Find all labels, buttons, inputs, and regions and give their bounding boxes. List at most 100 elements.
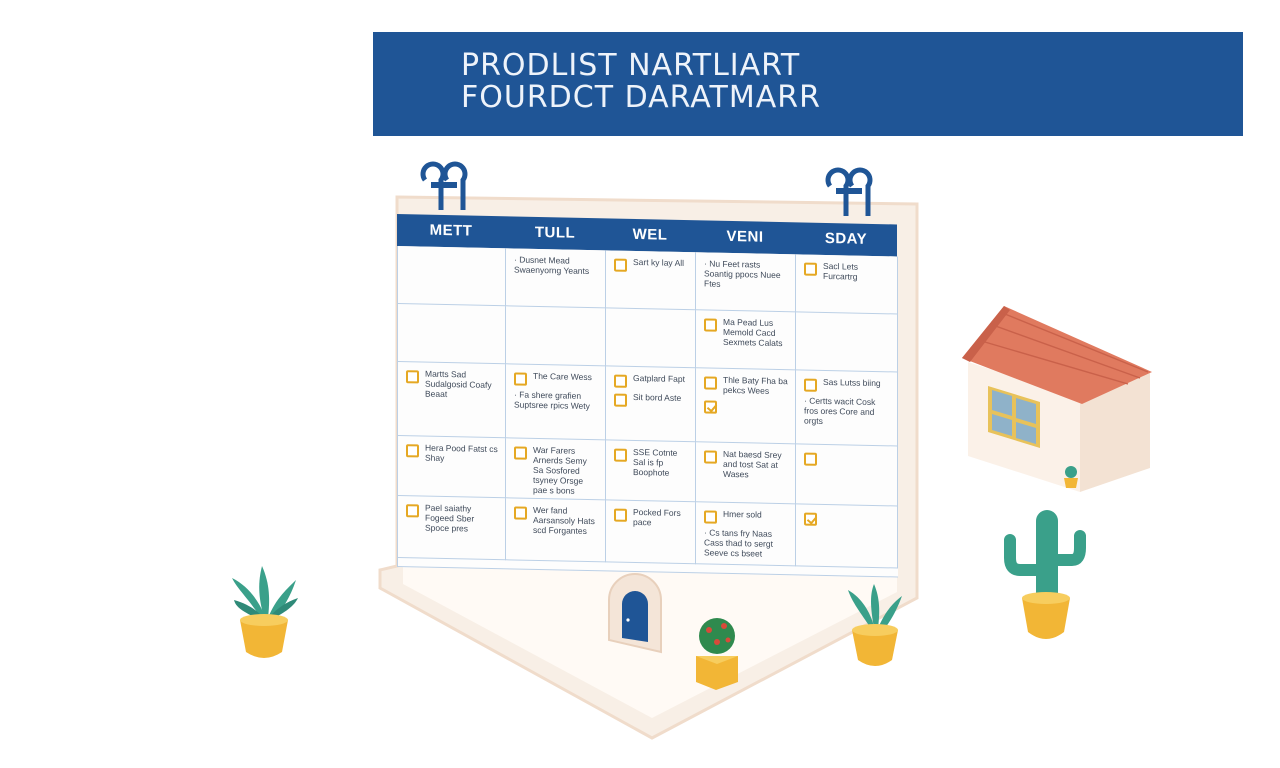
task-text: Martts Sad Sudalgosid Coafy Beaat	[425, 368, 492, 400]
task-text: Sart ky lay All	[633, 256, 685, 269]
calendar-cell[interactable]: Thle Baty Fha ba pekcs Wees	[696, 368, 796, 445]
task-text: Pael saiathy Fogeed Sber Spoce pres	[425, 502, 475, 534]
task-text: · Cs tans fry Naas Cass thad to sergt Se…	[704, 527, 773, 559]
calendar-cell[interactable]	[796, 444, 898, 507]
task-checkbox[interactable]	[704, 510, 717, 524]
task-checkbox[interactable]	[804, 262, 817, 276]
task-entry: Wer fand Aarsansoly Hats scd Forgantes	[514, 504, 599, 536]
task-checkbox[interactable]	[614, 393, 627, 407]
calendar-cell[interactable]: Pael saiathy Fogeed Sber Spoce pres	[398, 496, 506, 561]
binder-ring-icon	[825, 167, 873, 216]
task-text: Pocked Fors pace	[633, 506, 681, 528]
task-checkbox[interactable]	[614, 374, 627, 388]
task-checkbox[interactable]	[514, 372, 527, 386]
calendar-cell[interactable]	[398, 304, 506, 365]
calendar-cell[interactable]	[796, 504, 898, 569]
task-text: Ma Pead Lus Memold Cacd Sexmets Calats	[723, 316, 783, 349]
task-text: Hmer sold	[723, 508, 762, 520]
calendar-cell[interactable]: Hera Pood Fatst cs Shay	[398, 436, 506, 499]
calendar-cell[interactable]: Sart ky lay All	[606, 250, 696, 311]
task-text: · Nu Feet rasts Soantig ppocs Nuee Ftes	[704, 258, 781, 289]
task-entry: Ma Pead Lus Memold Cacd Sexmets Calats	[704, 316, 789, 348]
task-checkbox[interactable]	[614, 258, 627, 272]
task-text: Thle Baty Fha ba pekcs Wees	[723, 374, 788, 396]
calendar-cell[interactable]: · Nu Feet rasts Soantig ppocs Nuee Ftes	[696, 252, 796, 313]
calendar-cell[interactable]	[506, 306, 606, 367]
cactus-icon	[1004, 510, 1086, 639]
calendar-cell[interactable]: SSE Cotnte Sal is fp Boophote	[606, 440, 696, 503]
task-checkbox[interactable]	[704, 376, 717, 390]
calendar-cell[interactable]: Sacl Lets Furcartrg	[796, 254, 898, 315]
task-checkbox[interactable]	[804, 452, 817, 466]
calendar-cell[interactable]: War Farers Arnerds Semy Sa Sosfored tsyn…	[506, 438, 606, 501]
task-text: Hera Pood Fatst cs Shay	[425, 442, 498, 463]
calendar-cell[interactable]: Nat baesd Srey and tost Sat at Wases	[696, 442, 796, 505]
task-checkbox[interactable]	[704, 318, 717, 332]
calendar-cell[interactable]: Sas Lutss biing · Certts wacit Cosk fros …	[796, 370, 898, 447]
day-label: METT	[429, 221, 473, 240]
task-entry: Sart ky lay All	[614, 257, 689, 274]
task-text: SSE Cotnte Sal is fp Boophote	[633, 446, 678, 478]
task-text: Sacl Lets Furcartrg	[823, 260, 858, 282]
calendar-cells: · Dusnet Mead Swaenyorng Yeants Sart ky l…	[397, 246, 898, 578]
task-checkbox[interactable]	[614, 508, 627, 522]
calendar-cell[interactable]: Wer fand Aarsansoly Hats scd Forgantes	[506, 498, 606, 563]
calendar-cell[interactable]: Pocked Fors pace	[606, 500, 696, 565]
calendar-cell[interactable]: Martts Sad Sudalgosid Coafy Beaat	[398, 362, 506, 439]
task-entry: Nat baesd Srey and tost Sat at Wases	[704, 448, 789, 480]
task-checkbox[interactable]	[514, 506, 527, 520]
house-icon	[962, 306, 1152, 492]
checked-checkbox[interactable]	[704, 400, 717, 414]
task-text: War Farers Arnerds Semy Sa Sosfored tsyn…	[533, 444, 587, 496]
task-text: · Fa shere grafien Suptsree rpics Wety	[514, 389, 590, 412]
day-label: SDAY	[824, 229, 868, 248]
task-entry: Sas Lutss biing	[804, 377, 891, 394]
task-entry: Sacl Lets Furcartrg	[804, 261, 891, 283]
title-banner: PRODLIST NARTLIART FOURDCT DARATMARR	[373, 32, 1243, 136]
task-checkbox[interactable]	[804, 378, 817, 392]
task-entry: Hmer sold	[704, 508, 789, 525]
task-checkbox[interactable]	[406, 370, 419, 384]
task-checkbox[interactable]	[614, 448, 627, 462]
weekly-calendar: METT TULL WEL VENI SDAY · Dusnet Mead Sw…	[397, 214, 898, 578]
task-text: Wer fand Aarsansoly Hats scd Forgantes	[533, 504, 595, 536]
task-entry: SSE Cotnte Sal is fp Boophote	[614, 447, 689, 479]
rose-bush-icon	[696, 618, 738, 690]
calendar-cell[interactable]: Ma Pead Lus Memold Cacd Sexmets Calats	[696, 310, 796, 371]
task-text: Nat baesd Srey and tost Sat at Wases	[723, 448, 782, 480]
banner-title-line-1: PRODLIST NARTLIART	[461, 48, 801, 83]
binder-ring-icon	[420, 161, 468, 210]
task-checkbox[interactable]	[406, 504, 419, 518]
task-entry: · Certts wacit Cosk fros ores Core and o…	[804, 396, 891, 428]
task-entry: Gatplard Fapt	[614, 373, 689, 390]
day-label: TULL	[534, 223, 576, 242]
task-checkbox[interactable]	[514, 446, 527, 460]
task-entry: · Dusnet Mead Swaenyorng Yeants	[514, 254, 599, 276]
task-checkbox[interactable]	[406, 444, 419, 458]
plant-icon	[848, 584, 902, 666]
task-entry: War Farers Arnerds Semy Sa Sosfored tsyn…	[514, 444, 599, 496]
calendar-cell[interactable]	[398, 246, 506, 307]
task-entry: Martts Sad Sudalgosid Coafy Beaat	[406, 368, 499, 400]
task-text: The Care Wess	[533, 370, 592, 383]
task-entry	[804, 511, 891, 528]
task-text: · Dusnet Mead Swaenyorng Yeants	[514, 254, 590, 277]
task-checkbox[interactable]	[704, 450, 717, 464]
day-label: WEL	[632, 225, 668, 244]
calendar-cell[interactable]	[606, 308, 696, 369]
task-text: Sas Lutss biing	[823, 376, 881, 389]
task-entry	[704, 398, 789, 415]
task-entry: Sit bord Aste	[614, 392, 689, 409]
task-entry: · Cs tans fry Naas Cass thad to sergt Se…	[704, 527, 789, 559]
checked-checkbox[interactable]	[804, 512, 817, 526]
plant-icon	[232, 566, 298, 658]
task-entry: Pocked Fors pace	[614, 507, 689, 529]
calendar-cell[interactable]: · Dusnet Mead Swaenyorng Yeants	[506, 248, 606, 309]
calendar-cell[interactable]	[796, 312, 898, 373]
task-entry: · Nu Feet rasts Soantig ppocs Nuee Ftes	[704, 258, 789, 290]
calendar-cell[interactable]: Hmer sold · Cs tans fry Naas Cass thad to…	[696, 502, 796, 567]
task-text: Gatplard Fapt	[633, 372, 685, 385]
calendar-cell[interactable]: The Care Wess · Fa shere grafien Suptsree…	[506, 364, 606, 441]
banner-title-line-2: FOURDCT DARATMARR	[461, 80, 821, 115]
